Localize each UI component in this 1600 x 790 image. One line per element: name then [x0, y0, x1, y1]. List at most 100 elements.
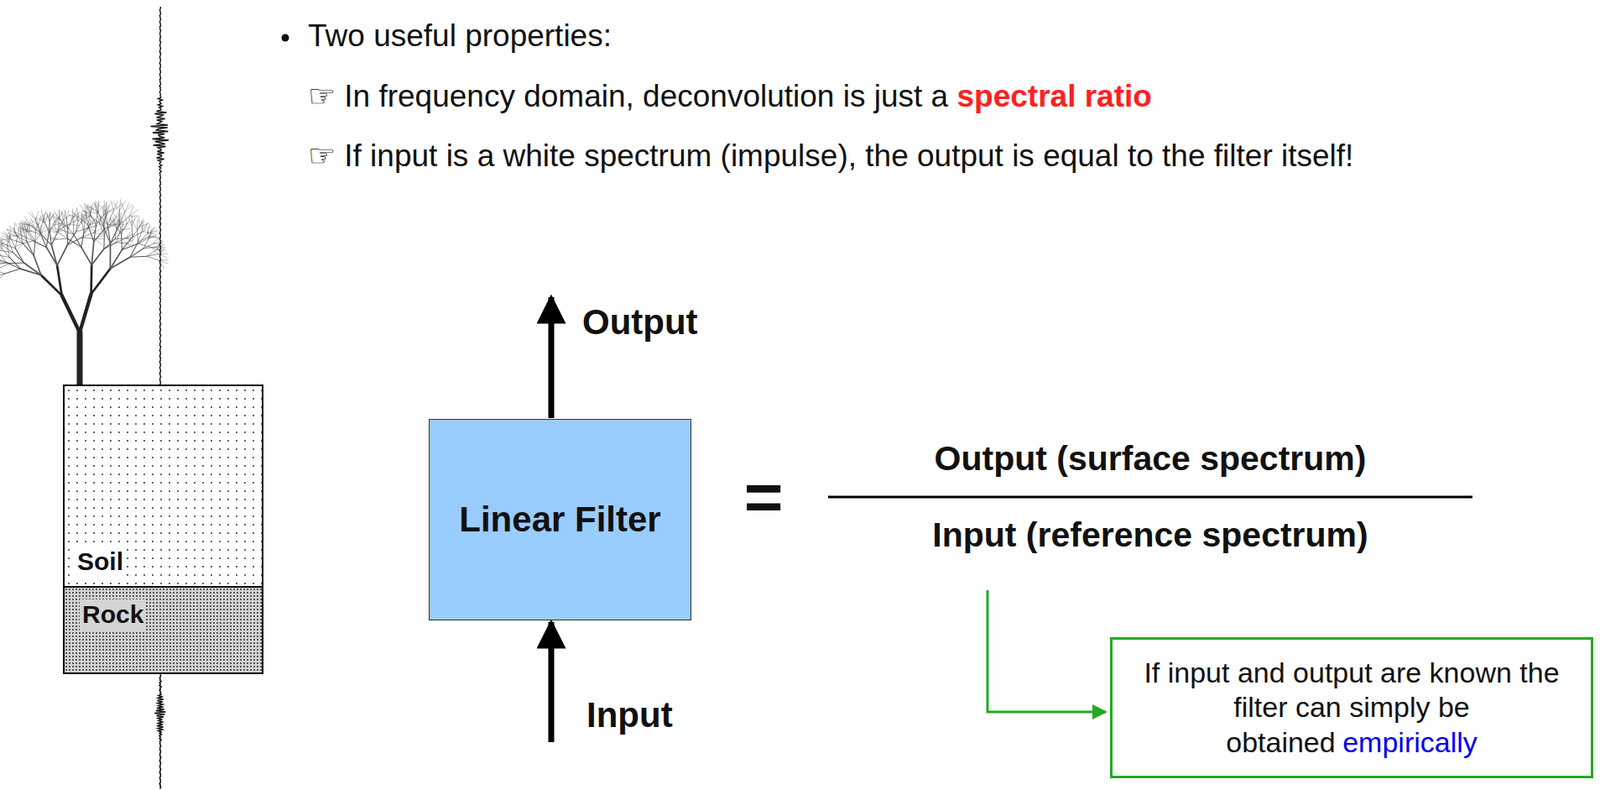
tree-branch: [49, 239, 57, 244]
tree-branch: [9, 262, 24, 265]
tree-branch: [149, 235, 159, 238]
tree-branch: [85, 206, 90, 215]
tree-branch: [115, 242, 126, 244]
tree-branch: [98, 200, 100, 212]
tree-branch: [4, 231, 11, 240]
soil-layer: Soil: [62, 384, 264, 588]
tree-branch: [66, 217, 68, 226]
tree-branch: [17, 229, 23, 236]
tree-branch: [103, 213, 105, 223]
tree-branch: [95, 201, 99, 213]
tree-branch: [73, 234, 82, 247]
tree-branch: [93, 218, 100, 225]
tree-branch: [15, 239, 24, 243]
tree-branch: [125, 202, 131, 213]
tree-branch: [57, 244, 68, 266]
tree-branch: [130, 255, 147, 257]
tree-branch: [15, 248, 24, 263]
tree-branch: [88, 224, 94, 242]
tree-branch: [39, 219, 43, 233]
tree-branch: [31, 218, 34, 227]
tree-branch: [61, 211, 64, 219]
tree-branch: [85, 212, 89, 225]
tree-branch: [121, 203, 126, 213]
tree-branch: [19, 222, 21, 231]
tree-branch: [113, 217, 115, 226]
tree-branch: [52, 213, 55, 222]
tree-branch: [115, 238, 126, 243]
tree-branch: [154, 242, 163, 244]
tree-branch: [119, 221, 122, 235]
text-line: =: [744, 456, 784, 537]
tree-branch: [72, 213, 75, 223]
node-label: Soil: [74, 546, 126, 578]
node-text: Rock: [79, 599, 146, 631]
input-arrow: [548, 621, 555, 742]
rock-seismogram: [154, 673, 166, 789]
tree-branch: [132, 221, 138, 230]
surface-seismogram: [150, 6, 169, 385]
tree-branch: [119, 212, 126, 225]
tree-branch: [49, 211, 52, 220]
tree-branch: [114, 213, 120, 221]
tree-branch: [81, 232, 84, 247]
tree-branch: [119, 212, 122, 222]
tree-branch: [36, 216, 39, 225]
tree-branch: [102, 209, 106, 218]
tree-branch: [33, 240, 36, 256]
highlight-text: spectral ratio: [957, 78, 1152, 114]
tree-branch: [110, 224, 120, 244]
tree-branch: [94, 203, 98, 214]
tree-branch: [119, 215, 130, 225]
tree-branch: [14, 231, 22, 236]
tree-branch: [0, 268, 5, 274]
tree-branch: [20, 268, 42, 276]
tree-branch: [0, 256, 1, 261]
emphasis-text: empirically: [1342, 725, 1478, 758]
label-text: Output (surface spectrum): [934, 438, 1367, 478]
tree-branch: [106, 224, 115, 226]
text-line: Output (surface spectrum): [934, 437, 1367, 480]
tree-branch: [79, 293, 92, 333]
tree-branch: [83, 209, 92, 217]
tree-branch: [72, 208, 73, 218]
tree-branch: [138, 235, 151, 242]
tree-branch: [83, 221, 85, 233]
tree-branch: [67, 225, 74, 235]
tree-branch: [4, 268, 21, 274]
tree-branch: [66, 210, 69, 219]
tree-branch: [37, 217, 41, 225]
tree-branch: [45, 222, 49, 233]
tree-branch: [131, 224, 134, 237]
node-text: Linear Filter: [458, 497, 661, 541]
tree-branch: [0, 273, 5, 282]
tree-branch: [104, 211, 108, 225]
tree-branch: [57, 231, 68, 239]
tree-branch: [128, 216, 133, 225]
tree-branch: [9, 224, 16, 233]
tree-branch: [66, 218, 68, 230]
tree-branch: [64, 209, 67, 219]
rock-layer: Rock: [62, 585, 264, 674]
tree-branch: [20, 230, 23, 243]
tree-branch: [113, 201, 120, 210]
tree-branch: [109, 256, 131, 269]
tree-branch: [72, 222, 74, 235]
label-text: ☞ If input is a white spectrum (impulse)…: [307, 138, 1354, 173]
tree-branch: [54, 230, 63, 233]
node-label: Rock: [79, 599, 146, 631]
tree-branch: [75, 213, 79, 221]
tree-branch: [137, 222, 143, 230]
label-text: ☞ In frequency domain, deconvolution is …: [307, 78, 949, 114]
label-text: Input: [586, 694, 673, 735]
filter-box: Linear Filter: [428, 418, 692, 621]
tree-branch: [26, 231, 33, 241]
tree-illustration: [0, 199, 168, 385]
tree-branch: [49, 221, 55, 231]
tree-branch: [69, 214, 73, 223]
tree-branch: [0, 263, 10, 268]
tree-branch: [67, 238, 82, 247]
tree-branch: [94, 235, 105, 240]
tree-branch: [22, 224, 27, 232]
text-line: Two useful properties:: [307, 17, 612, 55]
